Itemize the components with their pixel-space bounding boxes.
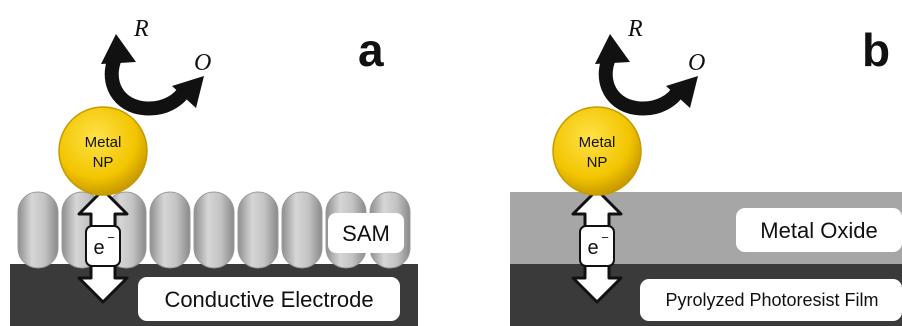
metal-nanoparticle: Metal NP <box>552 106 642 196</box>
panel-letter-a: a <box>358 24 384 76</box>
np-label-line1: Metal <box>85 134 122 151</box>
sam-molecule <box>281 191 323 269</box>
sam-molecule <box>193 191 235 269</box>
panel-b: Metal Oxide Pyrolyzed Photoresist Film e… <box>510 16 902 326</box>
redox-curved-arrow <box>595 34 698 116</box>
reduced-species-label: R <box>133 16 149 42</box>
oxidized-species-label: O <box>194 50 211 76</box>
sam-molecule <box>237 191 279 269</box>
redox-curved-arrow <box>101 34 204 116</box>
metal-nanoparticle: Metal NP <box>58 106 148 196</box>
photoresist-label-text: Pyrolyzed Photoresist Film <box>665 290 878 310</box>
electron-superscript: − <box>107 230 115 245</box>
photoresist-label: Pyrolyzed Photoresist Film <box>640 279 902 321</box>
np-label-line1: Metal <box>579 134 616 151</box>
panel-a: SAM Conductive Electrode e − Metal NP <box>10 16 418 326</box>
np-label-line2: NP <box>93 154 114 171</box>
electrode-label: Conductive Electrode <box>138 277 400 321</box>
sam-label: SAM <box>328 213 404 253</box>
sam-molecule <box>17 191 59 269</box>
np-label-line2: NP <box>587 154 608 171</box>
electrode-label-text: Conductive Electrode <box>164 287 373 312</box>
electron-label: e − <box>85 225 121 267</box>
reduced-species-label: R <box>627 16 643 42</box>
electron-symbol: e <box>93 237 104 259</box>
sam-label-text: SAM <box>342 221 390 246</box>
electron-superscript: − <box>601 230 609 245</box>
oxidized-species-label: O <box>688 50 705 76</box>
electron-symbol: e <box>587 237 598 259</box>
electron-label: e − <box>579 225 615 267</box>
metal-oxide-label: Metal Oxide <box>736 208 902 252</box>
panel-letter-b: b <box>862 24 890 76</box>
sam-molecule <box>149 191 191 269</box>
metal-oxide-label-text: Metal Oxide <box>760 218 877 243</box>
